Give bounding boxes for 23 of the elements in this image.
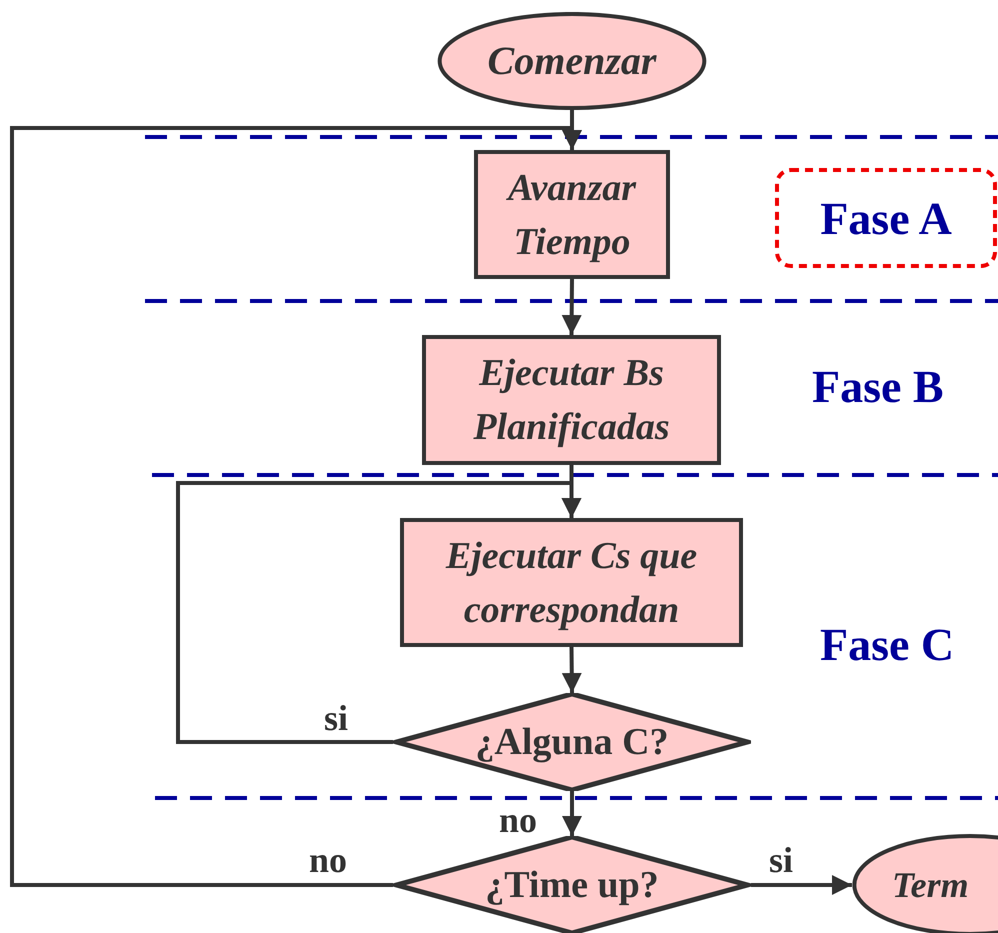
phase-label: Fase C [820,618,954,672]
node-text: Fase A [820,192,952,246]
process-box [474,150,670,279]
terminal-ellipse [437,12,707,110]
arrow [10,126,582,887]
node-text: Term [892,864,969,907]
arrow [562,646,582,694]
arrow [751,875,852,895]
arrow [562,791,582,836]
process-box [422,335,721,465]
arrow [176,481,582,744]
node-text: ¿Alguna C? [475,720,669,764]
phase-label: Fase B [812,360,944,414]
node-text: Comenzar [488,37,656,85]
node-text: ¿Time up? [485,862,659,908]
decision-diamond [393,693,751,791]
node-text: Ejecutar Bs Planificadas [472,351,671,450]
process-box [400,518,743,647]
decision-diamond [393,836,751,933]
node-text: Avanzar Tiempo [505,166,638,264]
node-text: Ejecutar Cs que correspondan [444,534,698,632]
arrow [562,278,582,336]
phase-label-box [775,168,997,268]
